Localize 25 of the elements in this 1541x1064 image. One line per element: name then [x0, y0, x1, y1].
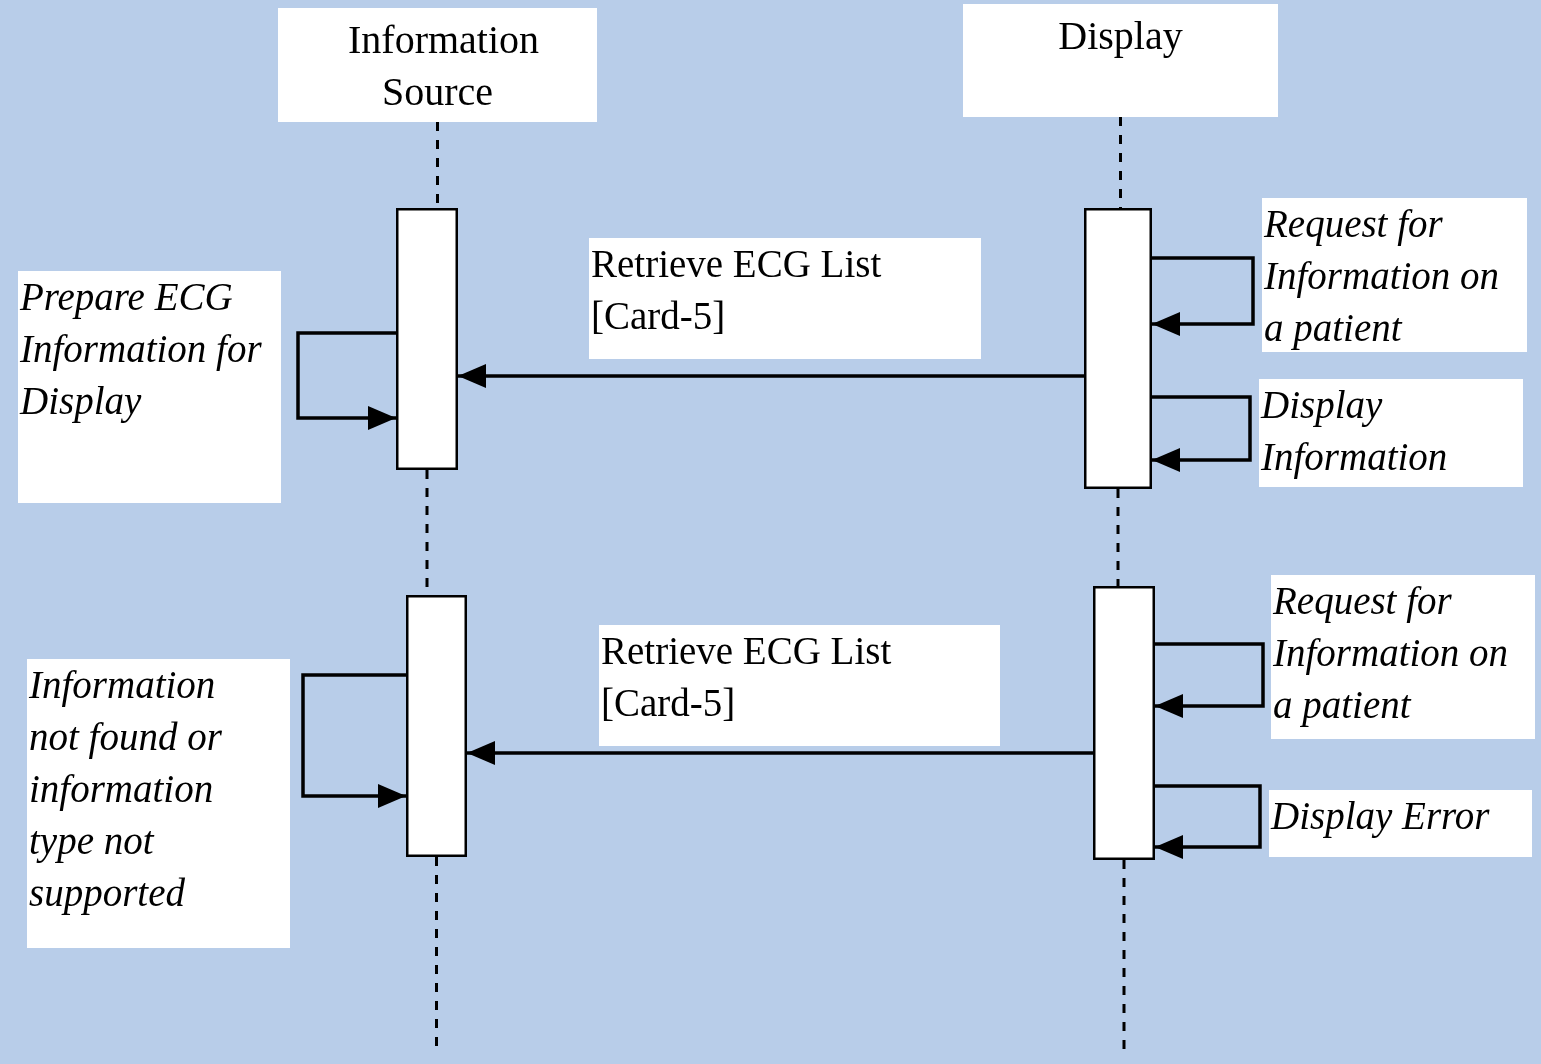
edge-label: Request for Information on a patient — [1262, 198, 1527, 352]
lifeline — [1116, 489, 1120, 586]
self-call-arrow — [1155, 784, 1262, 859]
activation-bar — [406, 595, 467, 857]
edge-label: Information not found or information type not supported — [27, 659, 290, 948]
activation-bar — [1093, 586, 1155, 860]
edge-label: Request for Information on a patient — [1271, 575, 1535, 739]
activation-bar — [396, 208, 458, 470]
self-call-arrow — [296, 331, 396, 430]
edge-label: Retrieve ECG List [Card-5] — [589, 238, 981, 359]
message-arrow — [458, 364, 1084, 388]
self-call-arrow — [1152, 256, 1255, 336]
header-text: Display — [1058, 13, 1183, 58]
header-text: Information Source — [348, 17, 540, 114]
activation-bar — [1084, 208, 1152, 489]
message-arrow — [467, 741, 1093, 765]
self-call-arrow — [1152, 395, 1252, 472]
self-call-arrow — [1155, 642, 1265, 718]
lifeline-header — [278, 8, 597, 122]
self-call-arrow — [301, 673, 406, 808]
edge-label: Display Error — [1269, 790, 1532, 857]
edge-label: Display Information — [1259, 379, 1523, 487]
edge-label: Prepare ECG Information for Display — [18, 271, 281, 503]
lifeline-header — [963, 4, 1278, 117]
edge-label: Retrieve ECG List [Card-5] — [599, 625, 1000, 746]
